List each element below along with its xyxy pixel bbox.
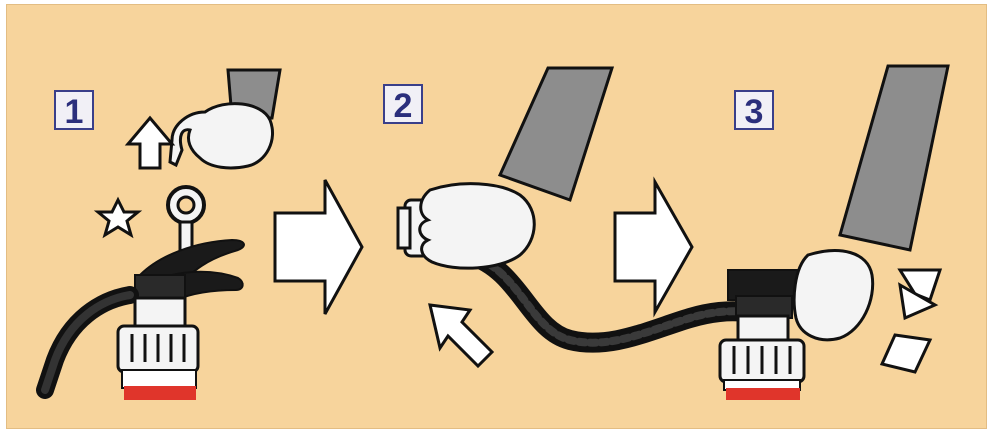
step-2-aim-nozzle <box>396 66 755 369</box>
step-2-number: 2 <box>383 84 423 125</box>
step-3-squeeze-lever <box>718 64 950 400</box>
arrow-up-icon <box>124 115 176 170</box>
hand-3 <box>792 249 875 342</box>
step-3-number: 3 <box>734 90 774 131</box>
sleeve-3 <box>838 64 950 252</box>
step-1-number: 1 <box>54 90 94 131</box>
hand-1 <box>168 102 275 170</box>
star-burst-icon <box>93 196 143 239</box>
sleeve-2 <box>497 66 615 202</box>
arrow-diagonal-icon <box>428 303 495 369</box>
arrow-right-icon <box>273 179 364 315</box>
arrow-right-icon <box>613 176 694 318</box>
extinguisher-body-1 <box>124 386 196 400</box>
extinguisher-body-3 <box>726 388 800 400</box>
step-1-pull-pin <box>36 68 282 400</box>
hand-2 <box>418 182 536 270</box>
squeeze-icon <box>897 268 943 302</box>
hose <box>460 245 755 353</box>
